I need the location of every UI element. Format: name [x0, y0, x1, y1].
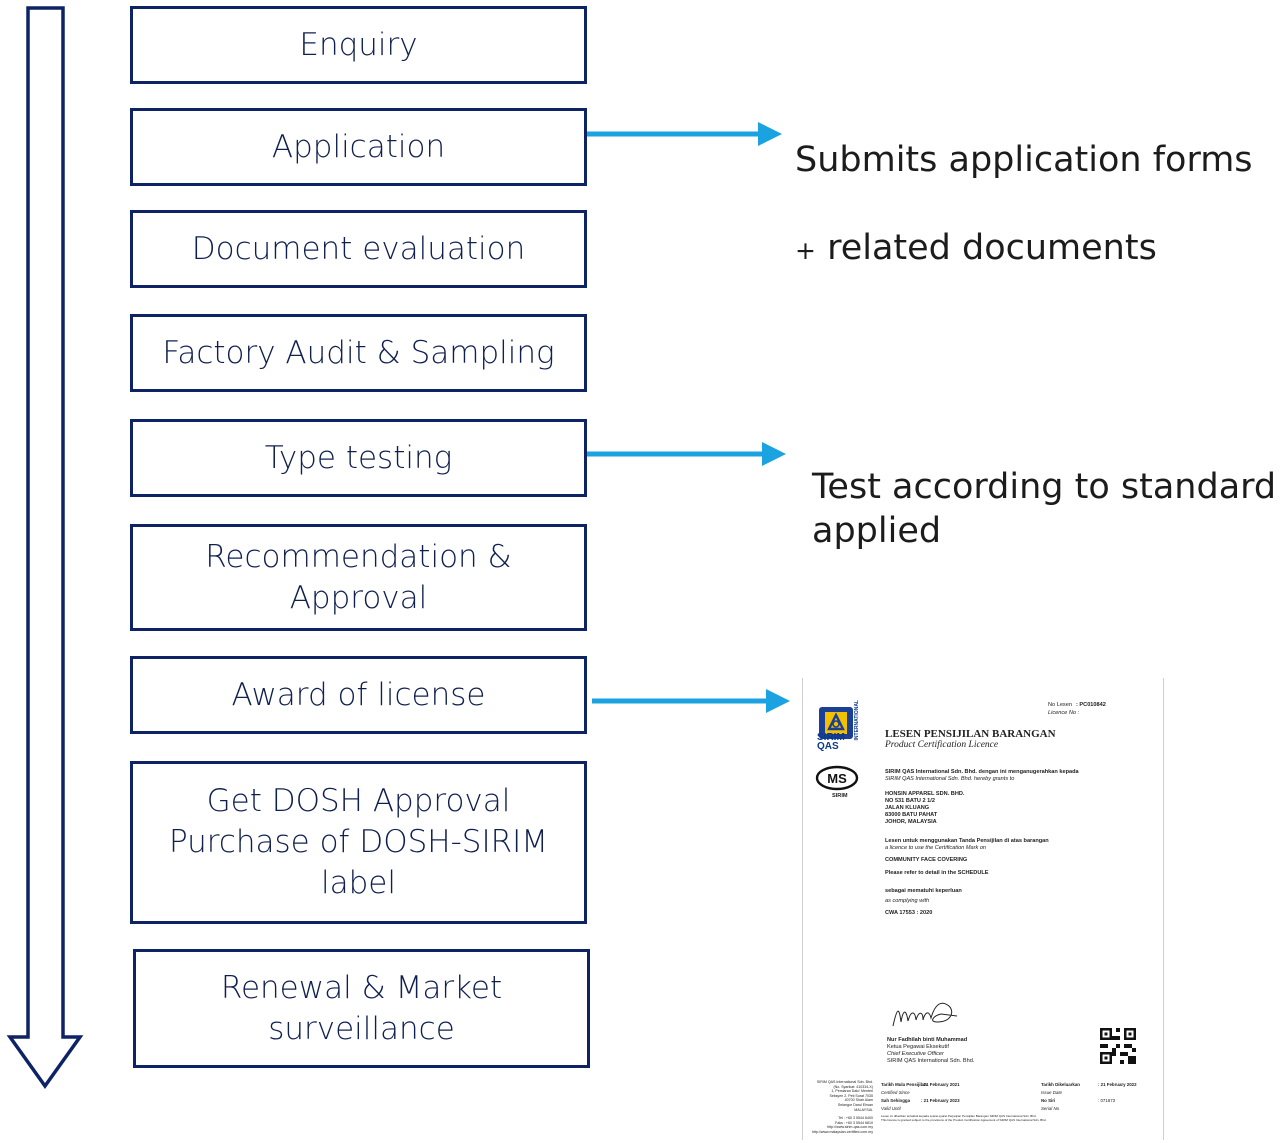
note-type-testing: Test according to standard applied [812, 421, 1276, 553]
step-enquiry: Enquiry [130, 6, 587, 84]
issuer-address: SIRIM QAS International Sdn. Bhd. (No. S… [816, 1080, 873, 1112]
step-label: Get DOSH Approval Purchase of DOSH-SIRIM… [168, 783, 549, 901]
issued-value: : 21 February 2021 [921, 1082, 960, 1087]
issue-date-label: Tarikh Dikeluarkan [1041, 1082, 1080, 1087]
sirim-logo-international: INTERNATIONAL [854, 700, 860, 741]
serial-label-en: Serial No [1041, 1106, 1060, 1111]
note-type-testing-text: Test according to standard applied [812, 467, 1277, 551]
step-label: Document evaluation [191, 230, 526, 267]
ms-mark-text: MS [827, 771, 847, 786]
signature-icon [892, 1002, 958, 1027]
qr-code-icon [1100, 1028, 1136, 1064]
step-document-evaluation: Document evaluation [130, 210, 587, 288]
standard: CWA 17553 : 2020 [885, 910, 933, 916]
step-label: Application [271, 128, 446, 165]
ms-mark-caption: SIRIM [832, 793, 848, 799]
step-application: Application [130, 108, 587, 186]
note-application: Submits application forms + related docu… [795, 94, 1253, 273]
issue-date-value: : 21 February 2022 [1098, 1082, 1137, 1087]
issued-label-en: Certified Since [881, 1090, 910, 1095]
valid-label-en: Valid Until [881, 1106, 901, 1111]
valid-label: Sah Sehingga [881, 1098, 911, 1103]
step-label: Renewal & Market surveillance [220, 969, 503, 1047]
signatory-title-en: Chief Executive Officer [887, 1051, 944, 1057]
sirim-logo-text: SIRIM QAS [817, 732, 845, 752]
use-en: a licence to use the Certification Mark … [885, 845, 987, 851]
grant-en: SIRIM QAS International Sdn. Bhd. hereby… [885, 776, 1015, 782]
certificate-title: LESEN PENSIJILAN BARANGAN [885, 728, 1056, 740]
connector-arrows [586, 122, 790, 713]
serial-value: : 071673 [1098, 1098, 1116, 1103]
signatory-title-ms: Ketua Pegawai Eksekutif [887, 1044, 949, 1050]
licence-no-en: Licence No : [1048, 710, 1080, 716]
note-application-line2: related documents [815, 228, 1157, 268]
signatory-name: Nur Fadhilah binti Muhammad [887, 1037, 968, 1043]
step-recommendation-approval: Recommendation & Approval [130, 524, 587, 631]
valid-value: : 21 February 2023 [921, 1098, 960, 1103]
comply-ms: sebagai mematuhi keperluan [885, 888, 962, 894]
note-application-line1: Submits application forms [795, 140, 1253, 180]
serial-label: No Siri [1041, 1098, 1056, 1103]
step-factory-audit: Factory Audit & Sampling [130, 314, 587, 392]
issued-label: Tarikh Mula Pensijilan [881, 1082, 927, 1087]
connector-award-arrowhead [766, 689, 790, 713]
schedule-note: Please refer to detail in the SCHEDULE [885, 870, 989, 876]
step-renewal: Renewal & Market surveillance [133, 949, 590, 1068]
connector-application-arrowhead [758, 122, 782, 146]
licence-holder: HONSIN APPAREL SDN. BHD. NO 531 BATU 2 1… [885, 791, 965, 825]
step-label: Award of license [231, 676, 486, 713]
licence-certificate: SIRIM QAS INTERNATIONAL MS SIRIM No Lese… [802, 678, 1164, 1140]
footer-note: Lesen ini diberikan tertakluk kepada sya… [881, 1114, 1047, 1122]
grant-ms: SIRIM QAS International Sdn. Bhd. dengan… [885, 769, 1079, 775]
step-dosh-approval: Get DOSH Approval Purchase of DOSH-SIRIM… [130, 761, 587, 924]
step-label: Enquiry [299, 26, 418, 63]
step-award-of-license: Award of license [130, 656, 587, 734]
licence-no-label: No Lesen [1048, 702, 1072, 708]
step-type-testing: Type testing [130, 419, 587, 497]
issue-date-label-en: Issue Date [1041, 1090, 1062, 1095]
signatory-org: SIRIM QAS International Sdn. Bhd. [887, 1058, 975, 1064]
down-arrow-icon [6, 6, 84, 1090]
use-ms: Lesen untuk menggunakan Tanda Pensijilan… [885, 838, 1049, 844]
step-label: Factory Audit & Sampling [162, 334, 555, 371]
licence-no: : PC010842 [1076, 702, 1106, 708]
step-label: Recommendation & Approval [205, 538, 512, 616]
sirim-logo-icon [819, 707, 853, 739]
product-name: COMMUNITY FACE COVERING [885, 857, 968, 863]
comply-en: as complying with [885, 898, 930, 904]
step-label: Type testing [264, 439, 453, 476]
ms-mark-icon: MS [815, 765, 859, 791]
issuer-contact: Tel : +60 3 5544 6400 Faks : +60 3 5544 … [811, 1116, 873, 1134]
certificate-subtitle: Product Certification Licence [885, 740, 999, 750]
connector-type-testing-arrowhead [762, 442, 786, 466]
note-application-plus: + [795, 236, 816, 265]
